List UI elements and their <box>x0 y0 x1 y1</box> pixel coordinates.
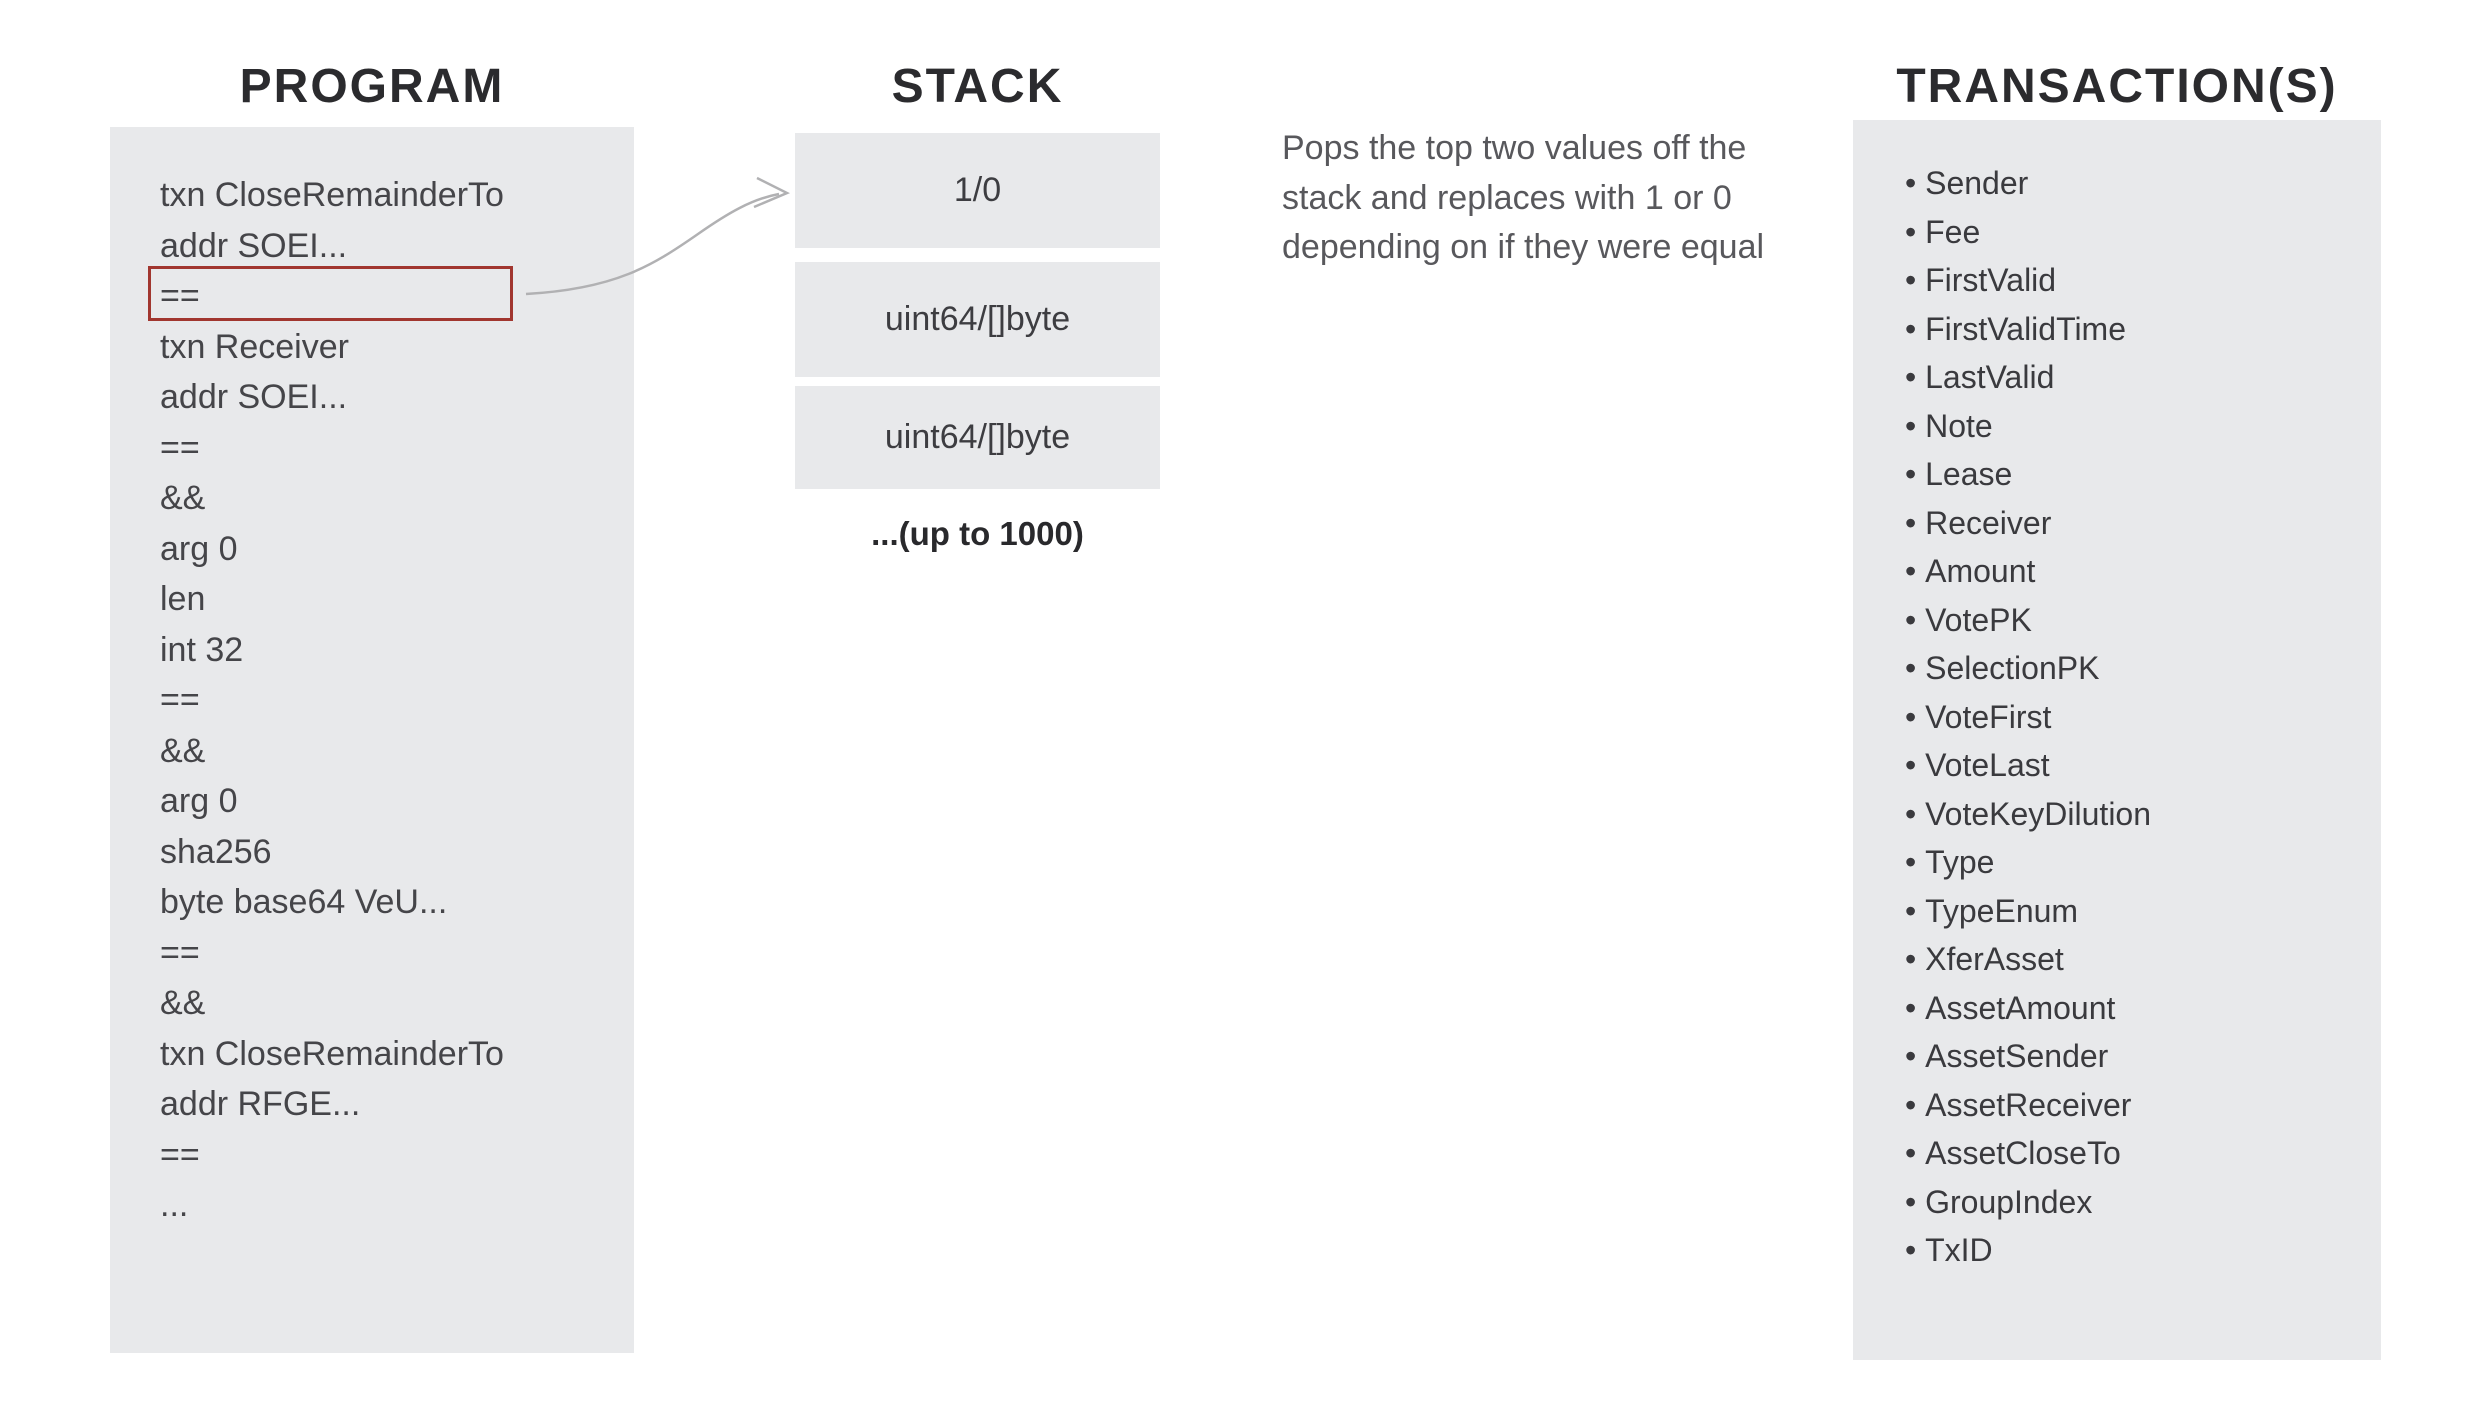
operation-description-line: depending on if they were equal <box>1282 228 1765 266</box>
program-line: txn CloseRemainderTo <box>160 1034 504 1073</box>
transaction-field: Note <box>1905 402 2381 451</box>
program-line: sha256 <box>160 832 272 871</box>
program-line: arg 0 <box>160 529 238 568</box>
transaction-field: LastValid <box>1905 353 2381 402</box>
transaction-field: AssetCloseTo <box>1905 1129 2381 1178</box>
program-line: && <box>160 479 206 517</box>
transaction-field: TxID <box>1905 1226 2381 1275</box>
transaction-field: VoteLast <box>1905 741 2381 790</box>
transaction-field: Lease <box>1905 450 2381 499</box>
program-title: PROGRAM <box>239 60 505 113</box>
transaction-field: AssetAmount <box>1905 984 2381 1033</box>
program-line: && <box>160 984 206 1022</box>
transaction-field: AssetSender <box>1905 1032 2381 1081</box>
program-line: txn CloseRemainderTo <box>160 176 504 214</box>
transaction-field: Type <box>1905 838 2381 887</box>
program-line: addr SOEI... <box>160 226 348 265</box>
stack-slot-value: uint64/[]byte <box>884 300 1071 338</box>
program-line-highlighted: == <box>160 277 200 315</box>
operation-description-line: Pops the top two values off the <box>1282 129 1747 167</box>
transaction-field: Fee <box>1905 208 2381 257</box>
transaction-field: FirstValidTime <box>1905 305 2381 354</box>
transactions-title: TRANSACTION(S) <box>1896 60 2338 113</box>
stack-capacity-note: ...(up to 1000) <box>871 515 1084 552</box>
program-panel: txn CloseRemainderTo addr SOEI... == txn… <box>110 127 634 1353</box>
transaction-field: VotePK <box>1905 596 2381 645</box>
transaction-field: Amount <box>1905 547 2381 596</box>
program-line: && <box>160 731 206 770</box>
highlighted-instruction-box <box>148 266 513 321</box>
program-line: addr RFGE... <box>160 1085 361 1123</box>
transaction-field: Sender <box>1905 159 2381 208</box>
transaction-field: TypeEnum <box>1905 887 2381 936</box>
transaction-field: FirstValid <box>1905 256 2381 305</box>
program-line: == <box>160 933 200 972</box>
transactions-panel: Sender Fee FirstValid FirstValidTime Las… <box>1853 120 2381 1360</box>
program-line: addr SOEI... <box>160 378 348 416</box>
stack-slot-value: uint64/[]byte <box>884 418 1071 456</box>
transaction-field: Receiver <box>1905 499 2381 548</box>
program-line: len <box>160 580 206 618</box>
transaction-field: AssetReceiver <box>1905 1081 2381 1130</box>
stack-slot-value: 1/0 <box>953 171 1002 209</box>
program-line: == <box>160 428 200 467</box>
stack-title: STACK <box>891 60 1064 113</box>
transaction-field: VoteKeyDilution <box>1905 790 2381 839</box>
transaction-field: SelectionPK <box>1905 644 2381 693</box>
operation-description: Pops the top two values off the stack an… <box>1282 124 1782 273</box>
program-line: txn Receiver <box>160 327 349 366</box>
transaction-field: VoteFirst <box>1905 693 2381 742</box>
program-line: == <box>160 681 200 719</box>
stack-slot: uint64/[]byte <box>795 386 1160 489</box>
program-line-list: txn CloseRemainderTo addr SOEI... == txn… <box>110 127 634 1231</box>
operation-description-line: stack and replaces with 1 or 0 <box>1282 178 1732 217</box>
transaction-field: XferAsset <box>1905 935 2381 984</box>
stack-slot: uint64/[]byte <box>795 262 1160 377</box>
program-line: int 32 <box>160 630 244 669</box>
arrow-head-icon <box>753 176 790 209</box>
stack-slot-top: 1/0 <box>795 133 1160 248</box>
program-line: == <box>160 1135 200 1174</box>
program-line: ... <box>160 1186 189 1224</box>
program-line: byte base64 VeU... <box>160 883 448 921</box>
program-line: arg 0 <box>160 782 238 820</box>
transaction-field: GroupIndex <box>1905 1178 2381 1227</box>
transaction-field-list: Sender Fee FirstValid FirstValidTime Las… <box>1853 120 2381 1275</box>
